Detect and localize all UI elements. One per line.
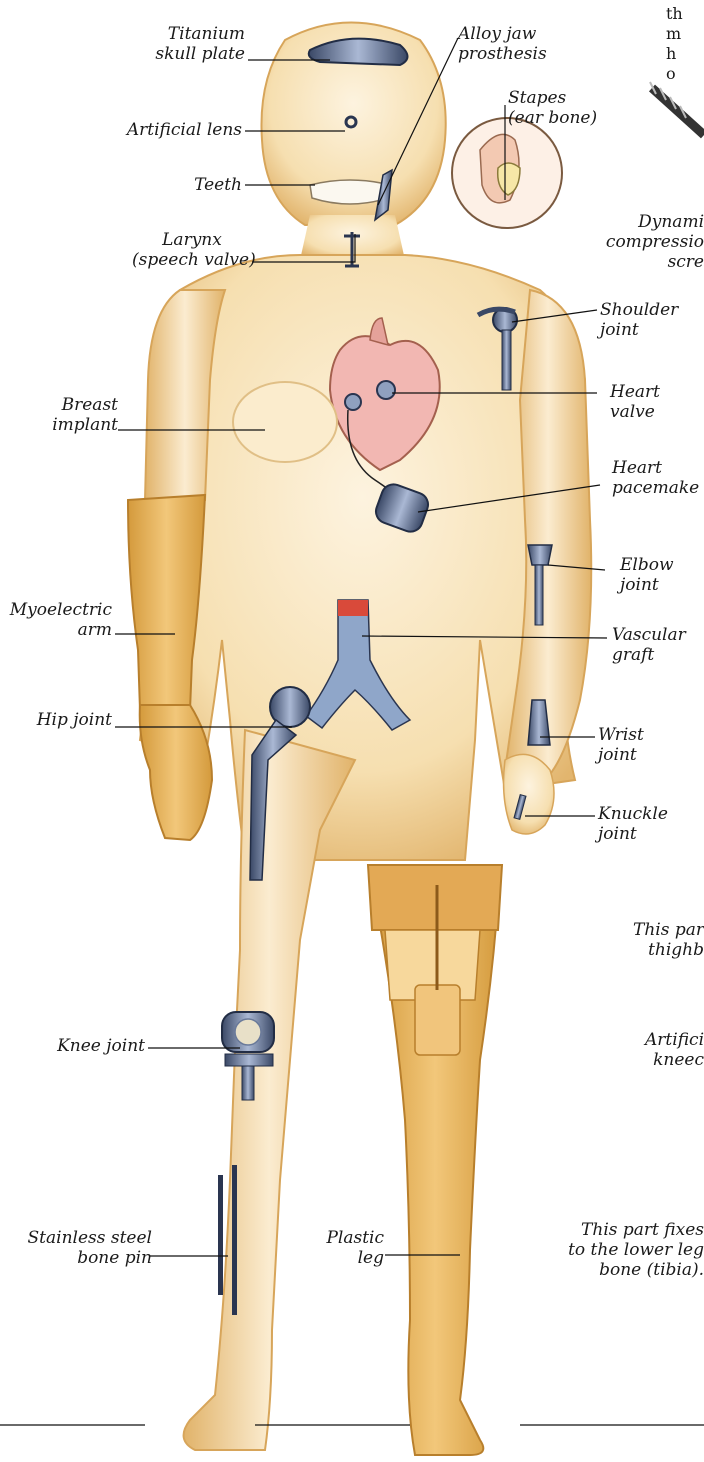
label-myoelectric-arm: Myoelectric arm: [0, 600, 112, 640]
cropped-text-fragment: th m h o: [666, 4, 683, 84]
label-stapes: Stapes (ear bone): [508, 88, 597, 128]
label-shoulder-joint: Shoulder joint: [600, 300, 678, 340]
label-tibia-part: This part fixes to the lower leg bone (t…: [534, 1220, 704, 1280]
label-heart-pacemaker: Heart pacemake: [612, 458, 699, 498]
label-hip-joint: Hip joint: [15, 710, 112, 730]
label-knee-joint: Knee joint: [30, 1036, 145, 1056]
label-dynamic-compression-screw: Dynami compressio scre: [590, 212, 704, 272]
label-plastic-leg: Plastic leg: [300, 1228, 384, 1268]
label-knuckle-joint: Knuckle joint: [598, 804, 668, 844]
label-titanium-skull-plate: Titanium skull plate: [140, 24, 245, 64]
label-artificial-kneecap: Artifici kneec: [610, 1030, 704, 1070]
label-artificial-lens: Artificial lens: [100, 120, 242, 140]
label-vascular-graft: Vascular graft: [612, 625, 686, 665]
label-thighbone-part: This par thighb: [604, 920, 704, 960]
label-heart-valve: Heart valve: [610, 382, 660, 422]
label-breast-implant: Breast implant: [20, 395, 118, 435]
label-wrist-joint: Wrist joint: [598, 725, 644, 765]
label-stainless-steel-bone-pin: Stainless steel bone pin: [0, 1228, 152, 1268]
label-teeth: Teeth: [150, 175, 242, 195]
label-alloy-jaw-prosthesis: Alloy jaw prosthesis: [458, 24, 547, 64]
label-larynx: Larynx (speech valve): [132, 230, 252, 270]
label-elbow-joint: Elbow joint: [620, 555, 674, 595]
